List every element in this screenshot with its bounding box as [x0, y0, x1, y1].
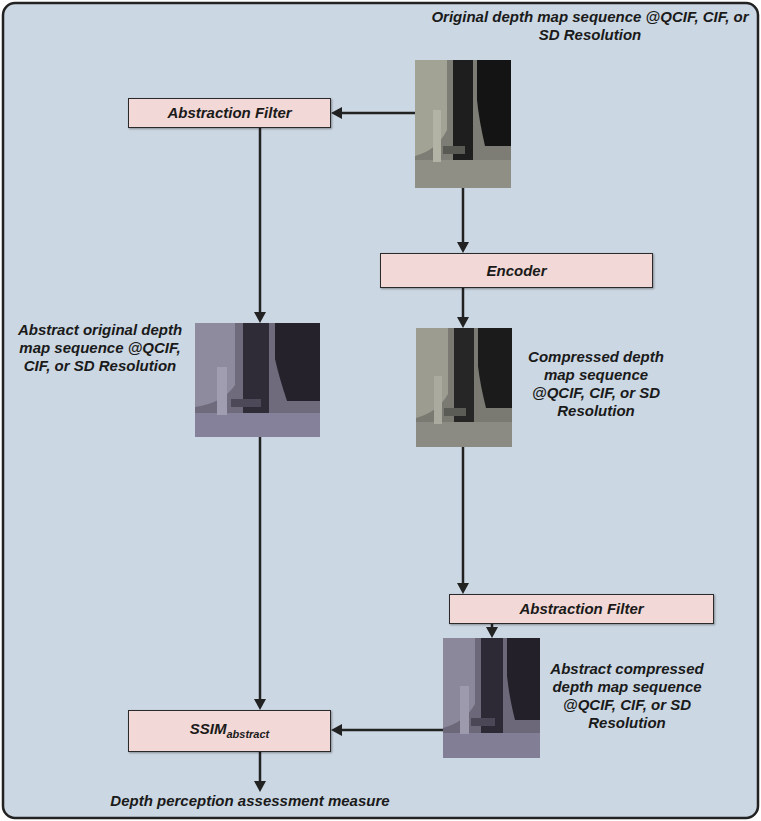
- flow-arrow: [457, 447, 469, 594]
- arrow-line: [462, 188, 465, 243]
- flow-arrow: [331, 724, 443, 736]
- arrow-head: [457, 242, 469, 253]
- arrow-line: [259, 128, 262, 313]
- flow-arrow: [331, 107, 415, 119]
- arrow-head: [331, 724, 342, 736]
- depth-map-frame: Compressed depth map sequence @QCIF, CIF…: [416, 328, 512, 447]
- arrow-head: [457, 317, 469, 328]
- box-text: Encoder: [486, 262, 546, 279]
- image-caption: Abstract original depth map sequence @QC…: [13, 321, 187, 375]
- depth-map-frame: Abstract compressed depth map sequence @…: [443, 638, 540, 758]
- flow-arrow: [457, 188, 469, 253]
- arrow-head: [254, 781, 266, 792]
- box-text: Abstraction Filter: [519, 600, 643, 617]
- arrow-head: [457, 583, 469, 594]
- depth-map-frame: Original depth map sequence @QCIF, CIF, …: [415, 60, 511, 188]
- flow-arrow: [457, 288, 469, 328]
- arrow-line: [259, 437, 262, 700]
- arrow-head: [331, 107, 342, 119]
- process-box: SSIMabstract: [128, 710, 331, 752]
- output-text: Depth perception assessment measure: [100, 792, 400, 810]
- process-box: Abstraction Filter: [128, 98, 331, 128]
- subscript-text: abstract: [226, 728, 269, 740]
- image-caption: Abstract compressed depth map sequence @…: [545, 660, 709, 732]
- arrow-line: [462, 447, 465, 584]
- flow-arrow: [486, 624, 498, 638]
- process-box: Encoder: [380, 253, 653, 288]
- flow-arrow: [254, 752, 266, 792]
- box-text: Abstraction Filter: [167, 104, 291, 121]
- depth-map-frame: Abstract original depth map sequence @QC…: [195, 323, 320, 437]
- arrow-head: [254, 312, 266, 323]
- image-caption: Original depth map sequence @QCIF, CIF, …: [430, 8, 750, 44]
- process-box: Abstraction Filter: [449, 594, 714, 624]
- flow-arrow: [254, 437, 266, 710]
- output-label: Depth perception assessment measure: [100, 792, 400, 810]
- arrow-line: [341, 729, 443, 732]
- box-label: SSIMabstract: [190, 720, 269, 743]
- box-label: Abstraction Filter: [167, 104, 291, 122]
- box-label: Abstraction Filter: [519, 600, 643, 618]
- image-caption: Compressed depth map sequence @QCIF, CIF…: [516, 348, 676, 420]
- arrow-head: [486, 627, 498, 638]
- box-text: SSIM: [190, 720, 227, 737]
- arrow-line: [259, 752, 262, 782]
- arrow-line: [462, 288, 465, 318]
- arrow-line: [341, 112, 415, 115]
- arrow-head: [254, 699, 266, 710]
- flow-arrow: [254, 128, 266, 323]
- box-label: Encoder: [486, 262, 546, 280]
